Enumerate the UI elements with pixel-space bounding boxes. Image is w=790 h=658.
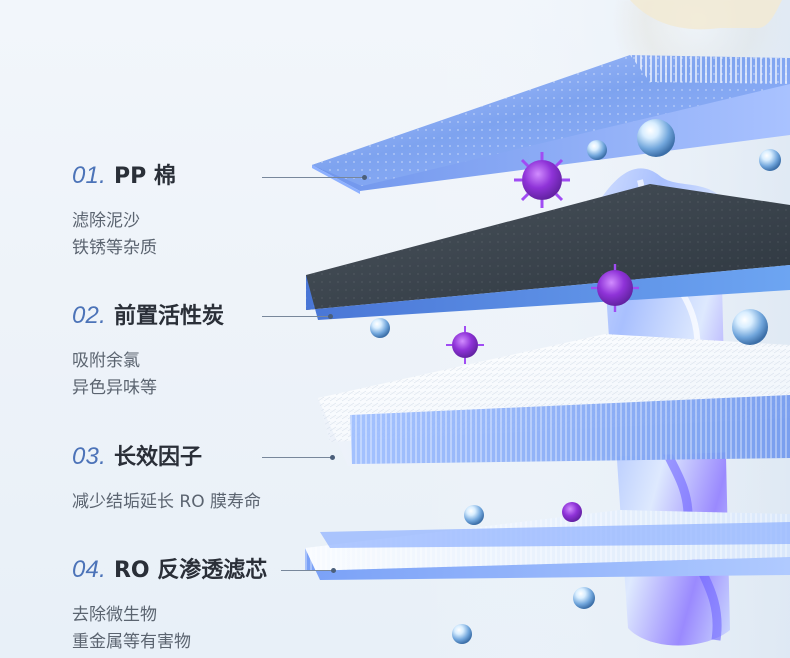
filter-heading: 03. 长效因子 [72,445,261,469]
bubble [587,140,607,160]
filter-title: PP 棉 [113,164,176,189]
leader-dot-02 [328,314,333,319]
filter-title: 长效因子 [113,445,202,470]
leader-line-01 [262,177,364,178]
filter-number: 02. [72,302,106,329]
long-life-layer [318,334,790,466]
leader-dot-01 [362,175,367,180]
bubble [573,587,595,609]
virus-icon [446,326,484,364]
bubble [637,119,675,157]
bubble [370,318,390,338]
leader-dot-03 [330,455,335,460]
filter-description: 吸附余氯 异色异味等 [72,348,224,402]
virus-icon [562,502,582,522]
filter-description: 滤除泥沙 铁锈等杂质 [72,208,176,262]
filter-label-ro: 04. RO 反渗透滤芯 去除微生物 重金属等有害物 [72,558,267,656]
bubbles [370,119,781,644]
filter-number: 04. [72,556,106,583]
filter-description-line: 减少结垢延长 RO 膜寿命 [72,492,262,512]
virus-icon [514,152,570,208]
filter-description-line: 去除微生物 [72,605,157,625]
filter-title: 前置活性炭 [113,304,224,329]
carbon-layer [306,184,790,320]
filter-heading: 01. PP 棉 [72,164,176,188]
filter-description-line: 铁锈等杂质 [72,238,157,258]
filter-description-line: 吸附余氯 [72,351,140,371]
top-column-top [630,0,782,30]
filter-number: 03. [72,443,106,470]
filter-label-carbon: 02. 前置活性炭 吸附余氯 异色异味等 [72,304,224,402]
filter-heading: 02. 前置活性炭 [72,304,224,328]
leader-dot-04 [331,568,336,573]
filter-description: 减少结垢延长 RO 膜寿命 [72,489,261,516]
bubble [732,309,768,345]
leader-line-04 [281,570,333,571]
bubble [759,149,781,171]
bubble [464,505,484,525]
virus-cluster [446,152,639,522]
leader-line-03 [262,457,332,458]
filter-description-line: 重金属等有害物 [72,632,191,652]
filter-title: RO 反渗透滤芯 [113,558,268,583]
leader-line-02 [262,316,330,317]
filter-heading: 04. RO 反渗透滤芯 [72,558,267,582]
filter-description: 去除微生物 重金属等有害物 [72,602,267,656]
filter-label-long-life: 03. 长效因子 减少结垢延长 RO 膜寿命 [72,445,261,516]
virus-icon [591,264,639,312]
filter-label-pp-cotton: 01. PP 棉 滤除泥沙 铁锈等杂质 [72,164,176,262]
ro-layer [305,510,790,580]
bubble [452,624,472,644]
filter-description-line: 异色异味等 [72,378,157,398]
filter-number: 01. [72,162,106,189]
filter-description-line: 滤除泥沙 [72,211,140,231]
pp-cotton-layer [312,55,790,194]
